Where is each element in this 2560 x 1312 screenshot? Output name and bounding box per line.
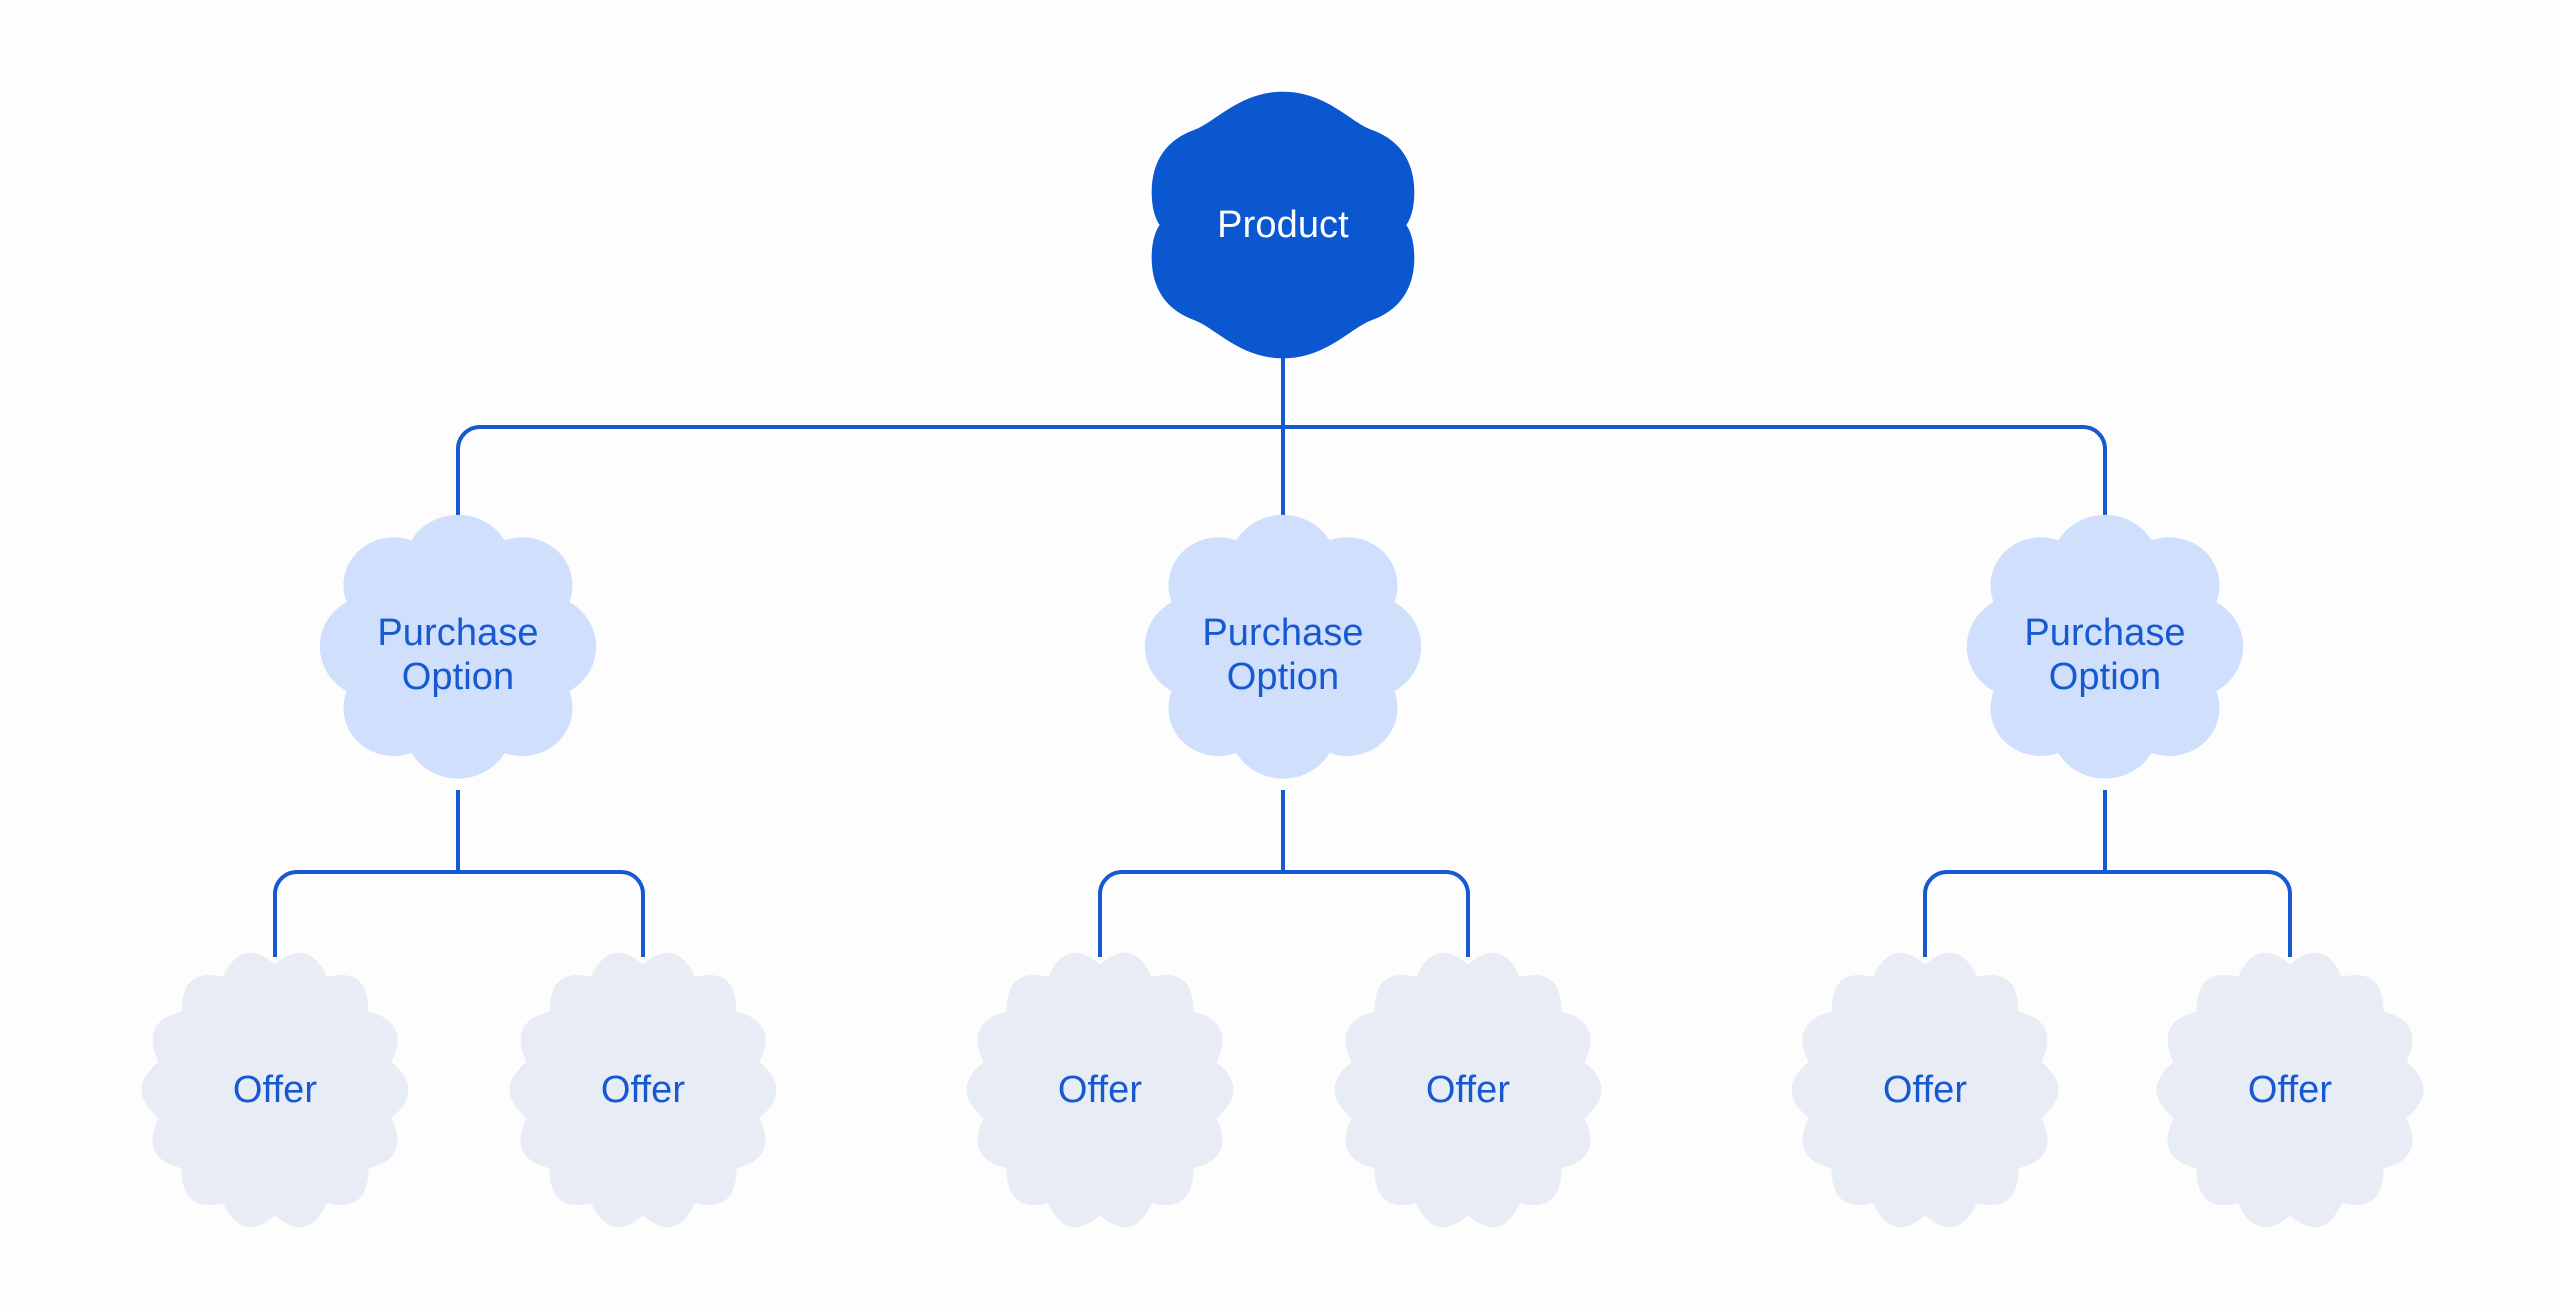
node-offer-1[interactable]: Offer — [136, 944, 414, 1236]
node-offer-4[interactable]: Offer — [1329, 944, 1607, 1236]
node-purchase-option-2[interactable]: Purchase Option — [1130, 509, 1436, 801]
product-blob-shape — [1151, 91, 1415, 359]
node-offer-5-label: Offer — [1882, 1068, 1968, 1111]
node-product-label: Product — [1217, 203, 1349, 246]
edge-product-to-purchase-option-1 — [456, 425, 1283, 520]
node-purchase-option-1[interactable]: Purchase Option — [305, 509, 611, 801]
node-offer-5[interactable]: Offer — [1786, 944, 2064, 1236]
node-product[interactable]: Product — [1149, 89, 1417, 361]
offer-scallop-shape — [2156, 952, 2424, 1228]
offer-scallop-shape — [141, 952, 409, 1228]
offer-scallop-shape — [1334, 952, 1602, 1228]
node-purchase-option-3[interactable]: Purchase Option — [1952, 509, 2258, 801]
node-offer-4-label: Offer — [1425, 1068, 1511, 1111]
offer-scallop-shape — [966, 952, 1234, 1228]
node-purchase-option-3-label: Purchase Option — [2024, 611, 2186, 698]
edge-product-to-purchase-option-3 — [1283, 425, 2107, 520]
offer-scallop-shape — [1791, 952, 2059, 1228]
node-offer-6-label: Offer — [2247, 1068, 2333, 1111]
purchase-option-flower-shape — [1966, 514, 2244, 779]
node-offer-3-label: Offer — [1057, 1068, 1143, 1111]
node-purchase-option-1-label: Purchase Option — [377, 611, 539, 698]
node-offer-2[interactable]: Offer — [504, 944, 782, 1236]
node-offer-1-label: Offer — [232, 1068, 318, 1111]
purchase-option-flower-shape — [1144, 514, 1422, 779]
offer-scallop-shape — [509, 952, 777, 1228]
node-purchase-option-2-label: Purchase Option — [1202, 611, 1364, 698]
purchase-option-flower-shape — [319, 514, 597, 779]
node-offer-6[interactable]: Offer — [2151, 944, 2429, 1236]
node-offer-2-label: Offer — [600, 1068, 686, 1111]
node-offer-3[interactable]: Offer — [961, 944, 1239, 1236]
